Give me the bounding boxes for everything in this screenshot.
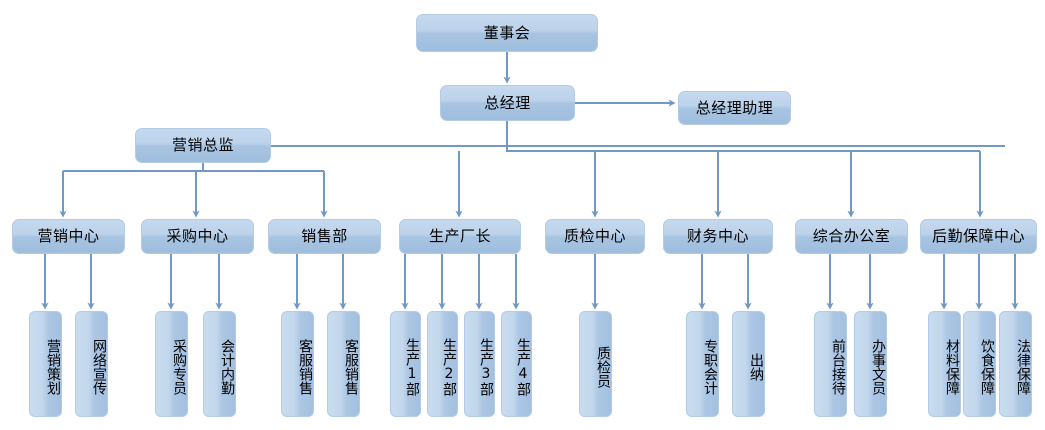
department-node-label: 营销中心 — [37, 227, 100, 246]
department-node-label: 生产厂长 — [428, 227, 491, 246]
stub-finance-center — [701, 254, 749, 272]
department-node-label: 综合办公室 — [812, 227, 891, 246]
leaf-node[interactable]: 材料保障 — [928, 311, 961, 417]
node-board[interactable]: 董事会 — [416, 14, 598, 52]
leaf-node-label: 生产2部 — [441, 338, 457, 396]
leaf-node-label: 网络宣传 — [91, 339, 107, 395]
leaf-node-label: 办事文员 — [870, 339, 886, 395]
node-board-label: 董事会 — [483, 23, 531, 42]
leaf-node[interactable]: 生产4部 — [501, 311, 532, 417]
leaf-node[interactable]: 会计内勤 — [203, 311, 236, 417]
leaf-node-label: 客服销售 — [343, 339, 359, 395]
leaf-node[interactable]: 法律保障 — [999, 311, 1032, 417]
leaf-node[interactable]: 生产2部 — [427, 311, 458, 417]
leaf-node-label: 质检员 — [595, 346, 611, 388]
stub-purchasing-center — [170, 254, 220, 272]
leaf-node-label: 前台接待 — [830, 339, 846, 395]
leaf-node-label: 法律保障 — [1015, 339, 1031, 395]
leaf-node[interactable]: 生产1部 — [390, 311, 421, 417]
leaf-node[interactable]: 营销策划 — [29, 311, 62, 417]
bus-gm-to-departments — [506, 121, 980, 152]
leaf-node[interactable]: 前台接待 — [814, 311, 847, 417]
leaf-node-label: 营销策划 — [45, 339, 61, 395]
leaf-node[interactable]: 专职会计 — [686, 311, 719, 417]
node-marketing-director[interactable]: 营销总监 — [135, 128, 271, 163]
leaf-node[interactable]: 办事文员 — [854, 311, 887, 417]
stub-production — [404, 254, 517, 272]
leaf-node-label: 材料保障 — [944, 339, 960, 395]
leaf-node-label: 生产3部 — [478, 338, 494, 396]
department-node[interactable]: 销售部 — [268, 219, 381, 254]
stub-office — [829, 254, 871, 272]
leaf-node[interactable]: 生产3部 — [464, 311, 495, 417]
leaf-node-label: 饮食保障 — [979, 339, 995, 395]
department-node-label: 后勤保障中心 — [931, 227, 1025, 246]
leaf-node[interactable]: 出纳 — [732, 311, 765, 417]
department-node-label: 财务中心 — [686, 227, 749, 246]
department-node[interactable]: 采购中心 — [141, 219, 254, 254]
leaf-node[interactable]: 饮食保障 — [963, 311, 996, 417]
stub-sales-dept — [296, 254, 344, 272]
leaf-node-label: 会计内勤 — [219, 339, 235, 395]
department-node[interactable]: 综合办公室 — [795, 219, 908, 254]
node-gm-assistant[interactable]: 总经理助理 — [678, 91, 791, 125]
department-node[interactable]: 财务中心 — [663, 219, 773, 254]
leaf-node-label: 专职会计 — [702, 339, 718, 395]
stub-marketing-center — [44, 254, 92, 272]
leaf-node-label: 出纳 — [748, 353, 764, 381]
node-general-manager-label: 总经理 — [484, 93, 531, 112]
node-gm-assistant-label: 总经理助理 — [695, 98, 774, 117]
department-node-label: 质检中心 — [563, 227, 626, 246]
leaf-node[interactable]: 采购专员 — [155, 311, 188, 417]
node-marketing-director-label: 营销总监 — [171, 136, 234, 155]
leaf-node[interactable]: 网络宣传 — [75, 311, 108, 417]
department-node[interactable]: 生产厂长 — [399, 219, 521, 254]
department-node[interactable]: 后勤保障中心 — [920, 219, 1037, 254]
leaf-node[interactable]: 客服销售 — [327, 311, 360, 417]
leaf-node[interactable]: 质检员 — [579, 311, 612, 417]
leaf-node[interactable]: 客服销售 — [281, 311, 314, 417]
department-node[interactable]: 质检中心 — [545, 219, 645, 254]
department-node-label: 采购中心 — [166, 227, 229, 246]
department-node-label: 销售部 — [301, 227, 348, 246]
leaf-node-label: 客服销售 — [297, 339, 313, 395]
department-node[interactable]: 营销中心 — [12, 219, 125, 254]
leaf-node-label: 生产1部 — [404, 338, 420, 396]
edge-group-dept-stubs — [44, 254, 1016, 272]
leaf-node-label: 生产4部 — [515, 338, 531, 396]
node-general-manager[interactable]: 总经理 — [440, 85, 575, 121]
stub-logistics — [943, 254, 1016, 272]
leaf-node-label: 采购专员 — [171, 339, 187, 395]
